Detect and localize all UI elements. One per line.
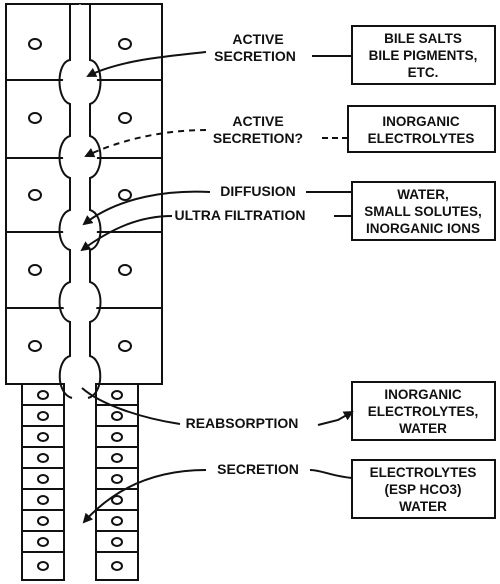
box-bile-salts: BILE SALTS BILE PIGMENTS, ETC. [352, 26, 495, 84]
flow-arrows [82, 52, 210, 522]
box-line: INORGANIC [384, 387, 462, 402]
label-active-secretion: SECRETION [214, 48, 296, 64]
box-line: ELECTROLYTES, [368, 404, 479, 419]
label-active-secretion-q: SECRETION? [213, 130, 303, 146]
label-active-secretion: ACTIVE [232, 31, 283, 47]
box-line: ELECTROLYTES [368, 131, 475, 146]
box-inorganic-electrolytes: INORGANIC ELECTROLYTES [348, 106, 495, 152]
duct-cells [22, 405, 138, 552]
box-secreted: ELECTROLYTES (ESP HCO3) WATER [352, 460, 495, 518]
label-diffusion: DIFFUSION [220, 183, 295, 199]
label-ultra-filtration: ULTRA FILTRATION [175, 207, 306, 223]
duct-nuclei [38, 391, 122, 570]
box-line: ELECTROLYTES [370, 465, 477, 480]
label-reabsorption: REABSORPTION [186, 415, 299, 431]
box-water-solutes: WATER, SMALL SOLUTES, INORGANIC IONS [352, 182, 495, 240]
box-line: INORGANIC IONS [366, 221, 480, 236]
box-line: BILE PIGMENTS, [369, 48, 478, 63]
bile-canaliculus [64, 4, 97, 400]
box-line: WATER [399, 499, 447, 514]
box-line: (ESP HCO3) [384, 482, 461, 497]
box-line: SMALL SOLUTES, [364, 204, 482, 219]
bile-duct [22, 384, 138, 580]
box-line: BILE SALTS [384, 31, 462, 46]
label-active-secretion-q: ACTIVE [232, 113, 283, 129]
box-line: WATER, [397, 187, 449, 202]
box-line: INORGANIC [382, 114, 460, 129]
box-reabsorbed: INORGANIC ELECTROLYTES, WATER [352, 382, 495, 440]
label-secretion: SECRETION [217, 461, 299, 477]
connectors [306, 56, 352, 478]
box-line: ETC. [408, 65, 439, 80]
box-line: WATER [399, 421, 447, 436]
